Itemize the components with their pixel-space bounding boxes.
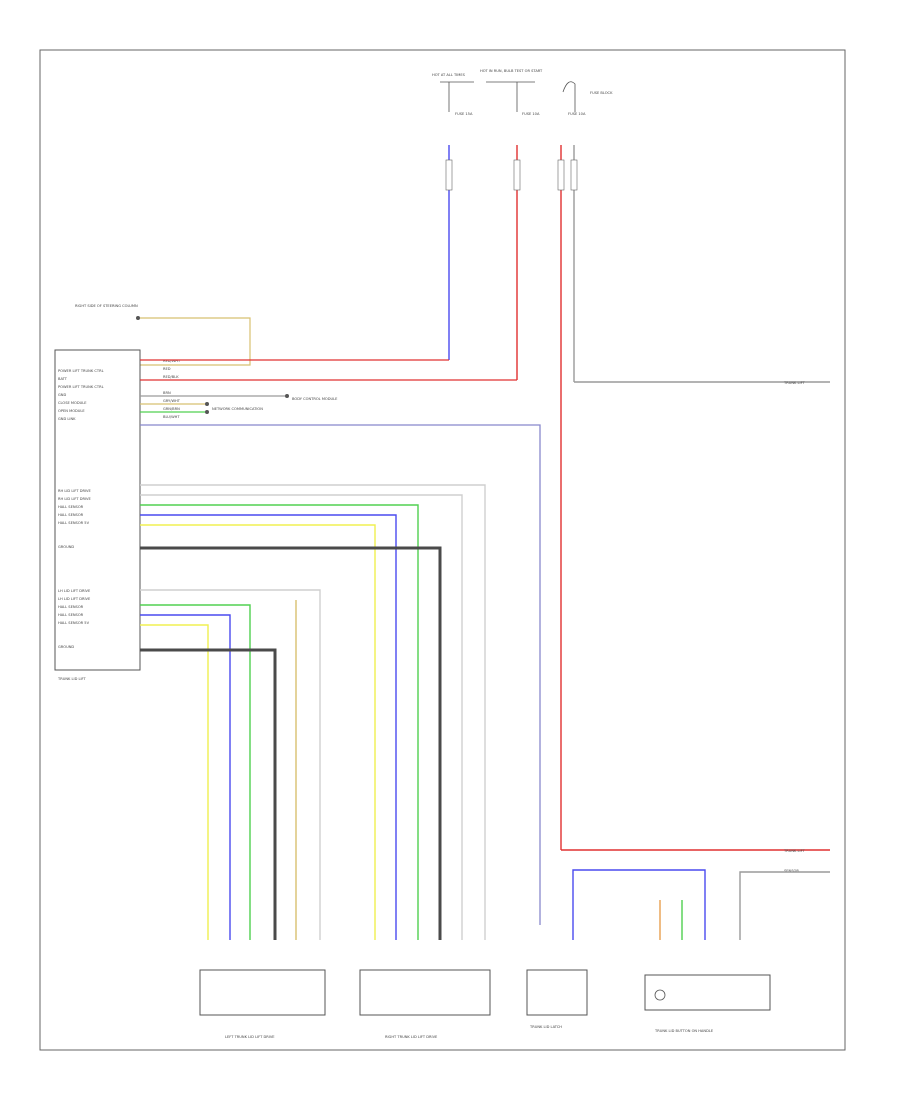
pin-label: RH LID LIFT DRIVE [58,489,91,493]
wire-color: RED [163,367,171,371]
pin-label: GROUND [58,645,74,649]
pin-label: HALL SENSOR 5V [58,521,90,525]
latch-feed-wires [572,869,830,940]
pin-label: HALL SENSOR [58,613,84,617]
right-ref: TRUNK LIFT [783,849,806,853]
trunk-lid-latch: TRUNK LID LATCH [526,969,588,1029]
pin-label: POWER LIFT TRUNK CTRL [58,385,104,389]
component-label: TRUNK LID BUTTON ON HANDLE [654,1029,714,1033]
component-label: LEFT TRUNK LID LIFT DRIVE [225,1035,275,1039]
pin-label: POWER LIFT TRUNK CTRL [58,369,104,373]
source-label: HOT IN RUN, BULB TEST OR START [480,69,543,73]
pin-label: HALL SENSOR [58,605,84,609]
pin-label: CLOSE MODULE [58,401,87,405]
pin-label: GND [58,393,66,397]
component-label: TRUNK LID LATCH [529,1025,562,1029]
right-drive-wires [140,484,486,940]
pin-label: LH LID LIFT DRIVE [58,589,91,593]
note: BODY CONTROL MODULE [292,397,338,401]
wire-color: RED/BLK [163,375,179,379]
pin-label: RH LID LIFT DRIVE [58,497,91,501]
tan-wire [140,317,251,366]
power-sources: HOT AT ALL TIMES HOT IN RUN, BULB TEST O… [432,69,613,116]
pin-label: OPEN MODULE [58,409,85,413]
module-name: TRUNK LID LIFT [57,677,87,681]
wire-color: BLU/WHT [163,415,180,419]
left-trunk-lid-lift-drive: LEFT TRUNK LID LIFT DRIVE [199,969,326,1039]
right-ref: TRUNK LIFT [783,381,806,385]
pin-label: HALL SENSOR 5V [58,621,90,625]
wire-color: GRN/BRN [163,407,180,411]
module-upper-wires [140,359,541,925]
component-label: RIGHT TRUNK LID LIFT DRIVE [385,1035,438,1039]
source-label: FUSE BLOCK [590,91,613,95]
pin-label: HALL SENSOR [58,505,84,509]
top-feed-wires [445,145,830,851]
fuse-label: FUSE 10A [522,112,540,116]
wire-color: RED/WHT [163,359,181,363]
right-trunk-lid-lift-drive: RIGHT TRUNK LID LIFT DRIVE [359,969,491,1039]
diagram-frame [39,49,846,1051]
fuse-label: FUSE 15A [455,112,473,116]
source-label: HOT AT ALL TIMES [432,73,466,77]
trunk-lid-lift-module: TRUNK LID LIFT POWER LIFT TRUNK CTRL BAT… [54,349,141,681]
wire-color: GRY/WHT [163,399,181,403]
pin-label: GROUND [58,545,74,549]
left-note: RIGHT SIDE OF STEERING COLUMN [75,304,138,308]
pin-label: HALL SENSOR [58,513,84,517]
right-ref: SENSOR [784,869,799,873]
trunk-lid-button-on-handle: TRUNK LID BUTTON ON HANDLE [644,974,771,1033]
pin-label: LH LID LIFT DRIVE [58,597,91,601]
wire-color: BRN [163,391,171,395]
pin-label: BATT [58,377,68,381]
fuse-label: FUSE 10A [568,112,586,116]
pin-label: GND LINK [58,417,76,421]
left-drive-wires [140,589,321,940]
note: NETWORK COMMUNICATION [212,407,263,411]
